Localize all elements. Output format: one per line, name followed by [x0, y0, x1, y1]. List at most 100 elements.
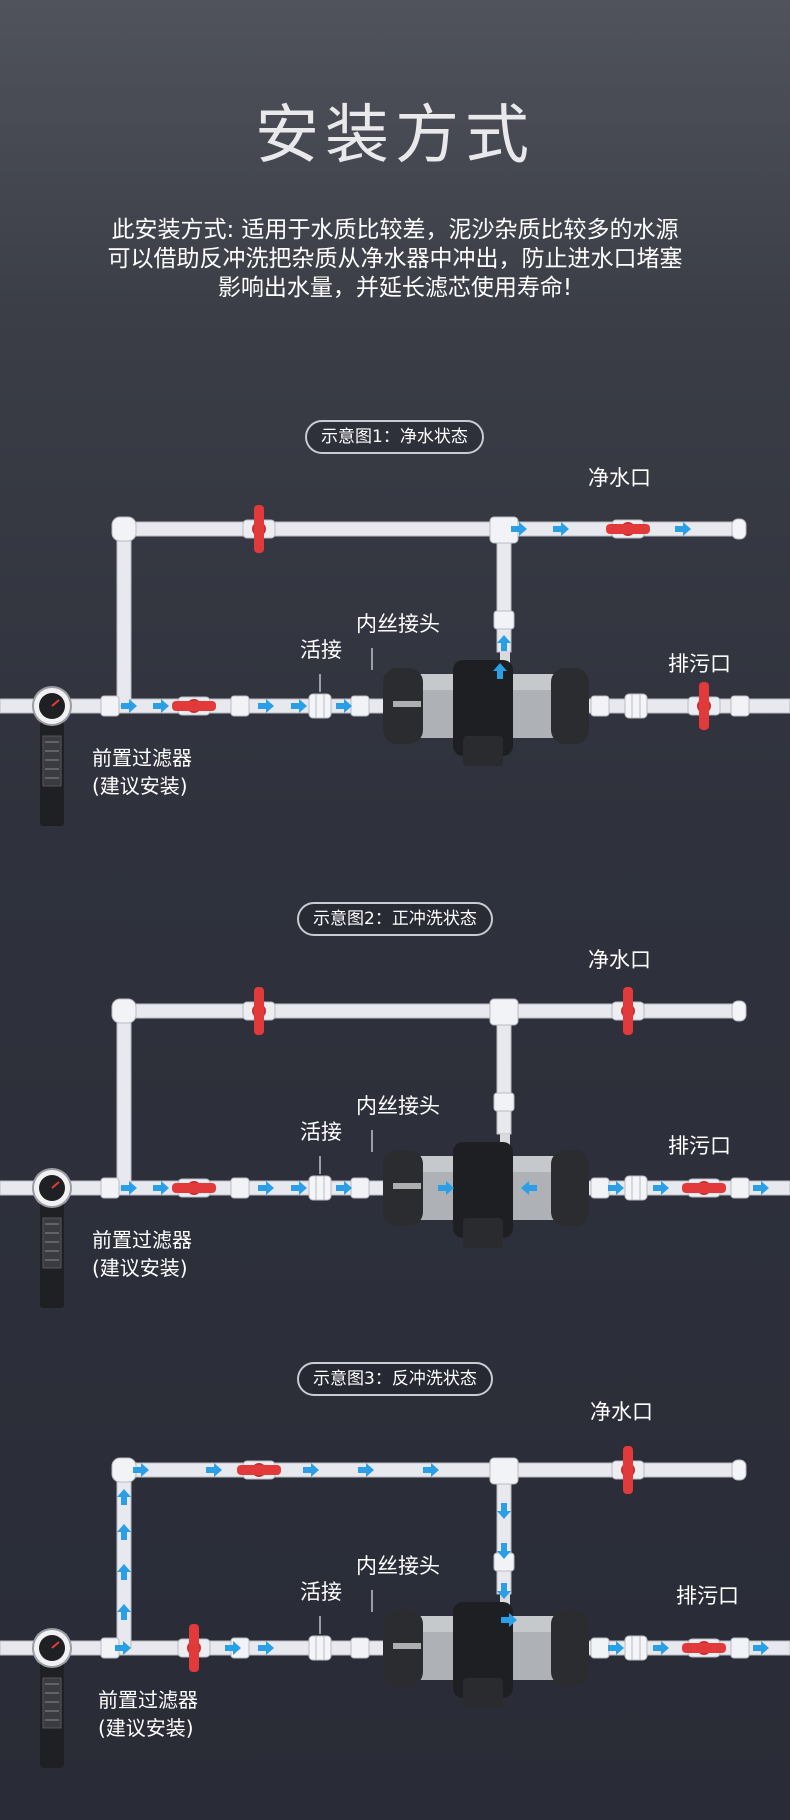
prefilter-note: (建议安装)	[92, 1256, 188, 1280]
pipe-network	[0, 505, 790, 826]
flow-arrow	[497, 1503, 511, 1519]
union-fitting	[308, 1175, 332, 1201]
clean-outlet-label: 净水口	[590, 1400, 653, 1424]
flow-arrow	[153, 699, 169, 713]
purifier-head-icon	[453, 1602, 513, 1698]
drain-valve-handle	[682, 1183, 726, 1193]
union-fitting	[624, 1175, 648, 1201]
diagram-2: 示意图2：正冲洗状态 净水口 内丝接头 活接 排污口 前置过滤器 (建议安装)	[0, 902, 790, 1342]
clean-outlet-label: 净水口	[588, 466, 651, 490]
end-cap	[731, 518, 747, 540]
flow-arrow	[608, 1641, 624, 1655]
flow-arrow	[501, 1613, 517, 1627]
pipe	[116, 528, 132, 707]
flow-arrow	[497, 1583, 511, 1599]
flow-arrow	[117, 1524, 131, 1540]
threaded-joint-label: 内丝接头	[356, 1094, 440, 1118]
drain-label: 排污口	[676, 1584, 739, 1608]
brand-logo-icon	[393, 1643, 421, 1649]
flow-arrow	[258, 1641, 274, 1655]
flow-arrow	[117, 1489, 131, 1505]
pipe-coupling	[350, 1177, 370, 1199]
pipe-coupling	[590, 1177, 610, 1199]
pipe-coupling	[230, 1177, 250, 1199]
purifier-head-icon	[453, 1142, 513, 1238]
prefilter-label: 前置过滤器	[92, 1228, 192, 1252]
bypass-valve-handle	[254, 505, 264, 553]
union-fitting	[624, 693, 648, 719]
clean-outlet-valve-handle	[606, 524, 650, 534]
diagram-caption: 示意图3：反冲洗状态	[297, 1362, 493, 1396]
flow-arrow	[121, 699, 137, 713]
pipe-coupling	[100, 1177, 120, 1199]
drain-valve-handle	[682, 1643, 726, 1653]
brand-logo-icon	[393, 701, 421, 707]
inlet-valve-handle	[172, 1183, 216, 1193]
flow-arrow	[358, 1463, 374, 1477]
clean-outlet-valve-handle	[623, 1446, 633, 1494]
purifier-base	[463, 736, 503, 766]
pipe-network	[0, 987, 790, 1308]
elbow-fitting	[111, 516, 137, 542]
pipe-coupling	[590, 695, 610, 717]
diagram-caption: 示意图2：正冲洗状态	[297, 902, 493, 936]
flow-arrow	[133, 1463, 149, 1477]
clean-outlet-valve-handle	[623, 987, 633, 1035]
prefilter-window	[42, 735, 62, 787]
union-label: 活接	[300, 1120, 342, 1144]
gauge-needle	[51, 1181, 60, 1189]
threaded-joint	[500, 652, 510, 666]
flow-arrow	[258, 699, 274, 713]
diagram-svg	[0, 987, 790, 1308]
flow-arrow	[653, 1641, 669, 1655]
inlet-valve-handle	[172, 701, 216, 711]
flow-arrow	[291, 699, 307, 713]
pipe-coupling	[493, 1092, 515, 1112]
flow-arrow	[653, 1181, 669, 1195]
pipe	[496, 528, 512, 653]
bypass-valve-handle	[237, 1465, 281, 1475]
tee-fitting	[489, 1457, 519, 1485]
flow-arrow	[115, 1641, 131, 1655]
flow-arrow	[493, 663, 507, 679]
purifier-right-cap	[551, 1150, 589, 1226]
diagram-1: 示意图1：净水状态 净水口 内丝接头 活接 排污口 前置过滤器 (建议安装)	[0, 420, 790, 860]
flow-arrow	[291, 1181, 307, 1195]
prefilter-label: 前置过滤器	[92, 746, 192, 770]
union-fitting	[624, 1635, 648, 1661]
prefilter-note: (建议安装)	[92, 774, 188, 798]
pipe-coupling	[730, 1637, 750, 1659]
flow-arrow	[206, 1463, 222, 1477]
purifier-base	[463, 1678, 503, 1708]
bypass-valve-handle	[254, 987, 264, 1035]
brand-logo-icon	[393, 1183, 421, 1189]
pipe-coupling	[350, 695, 370, 717]
gauge-needle	[51, 699, 60, 707]
intro-line-2: 可以借助反冲洗把杂质从净水器中冲出，防止进水口堵塞	[107, 246, 683, 272]
flow-arrow	[121, 1181, 137, 1195]
prefilter-window	[42, 1677, 62, 1729]
flow-arrow	[753, 1181, 769, 1195]
end-cap	[731, 1000, 747, 1022]
flow-arrow	[497, 1543, 511, 1559]
threaded-joint	[500, 1134, 510, 1148]
flow-arrow	[675, 522, 691, 536]
flow-arrow	[117, 1604, 131, 1620]
diagram-svg	[0, 1446, 790, 1768]
prefilter-label: 前置过滤器	[98, 1688, 198, 1712]
threaded-joint-label: 内丝接头	[356, 612, 440, 636]
diagram-caption: 示意图1：净水状态	[305, 420, 484, 454]
threaded-joint-label: 内丝接头	[356, 1554, 440, 1578]
drain-label: 排污口	[668, 652, 731, 676]
intro-text: 此安装方式: 适用于水质比较差，泥沙杂质比较多的水源 可以借助反冲洗把杂质从净水…	[60, 216, 730, 303]
union-fitting	[308, 1635, 332, 1661]
pipe-network	[0, 1446, 790, 1768]
flow-arrow	[336, 699, 352, 713]
pipe-coupling	[230, 695, 250, 717]
flow-arrow	[153, 1181, 169, 1195]
prefilter-note: (建议安装)	[98, 1716, 194, 1740]
flow-arrow	[511, 522, 527, 536]
flow-arrow	[225, 1641, 241, 1655]
flow-arrow	[258, 1181, 274, 1195]
inlet-valve-handle	[189, 1624, 199, 1672]
